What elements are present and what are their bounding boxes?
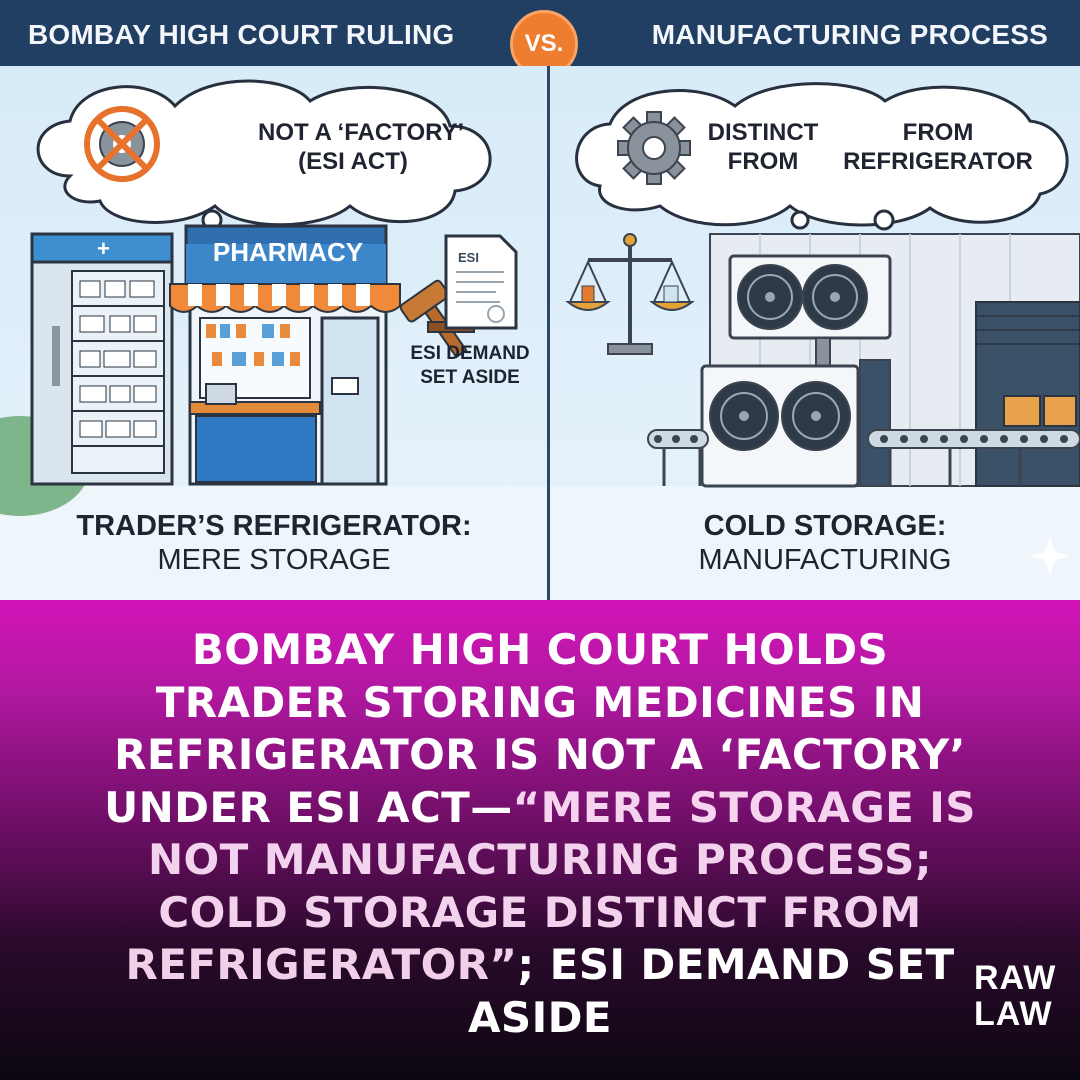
- sparkle-icon: [1030, 536, 1070, 576]
- pharmacy-sign: PHARMACY: [212, 237, 364, 267]
- headline-line-3: REFRIGERATOR IS NOT A ‘FACTORY’: [114, 730, 966, 779]
- conveyor-icon: [647, 429, 1080, 486]
- right-bubble-from-right: FROM: [902, 119, 974, 146]
- left-bubble-line-2: (ESI ACT): [298, 148, 408, 175]
- headline-line-2: TRADER STORING MEDICINES IN: [155, 677, 925, 727]
- svg-text:+: +: [97, 236, 110, 261]
- header-left-title: BOMBAY HIGH COURT RULING: [28, 19, 455, 50]
- right-caption: COLD STORAGE: MANUFACTURING: [575, 509, 1075, 577]
- document-label: ESI: [458, 250, 479, 265]
- right-caption-subtitle: MANUFACTURING: [698, 544, 952, 576]
- demand-note-line-2: SET ASIDE: [420, 367, 520, 388]
- left-bubble-line-1: NOT A ‘FACTORY’: [258, 119, 465, 146]
- left-bubble-text: NOT A ‘FACTORY’ (ESI ACT): [258, 118, 465, 176]
- right-caption-title: COLD STORAGE:: [703, 510, 947, 542]
- headline-line-1: BOMBAY HIGH COURT HOLDS: [191, 625, 889, 674]
- right-bubble-from-left: FROM: [727, 148, 799, 175]
- headline-background: [0, 600, 1080, 1080]
- left-caption-title: TRADER’S REFRIGERATOR:: [76, 510, 472, 542]
- thought-bubble-right: [575, 82, 1069, 251]
- headline-line-4-quote: “MERE STORAGE IS: [512, 782, 976, 832]
- headline-line-7-quote: REFRIGERATOR”: [125, 940, 518, 989]
- demand-note-line-1: ESI DEMAND: [410, 343, 530, 364]
- crossed-gear-icon: [84, 106, 160, 182]
- right-bubble-refrigerator: REFRIGERATOR: [843, 148, 1033, 175]
- document-icon: [444, 234, 518, 330]
- raw-law-logo: RAW LAW: [974, 960, 1056, 1032]
- headline-line-7: REFRIGERATOR”; ESI DEMAND SET: [40, 939, 1040, 992]
- logo-line-1: RAW: [974, 959, 1057, 997]
- cooling-unit-icon: [700, 254, 892, 488]
- scale-icon: [565, 233, 695, 355]
- headline-line-8: ASIDE: [468, 992, 612, 1042]
- headline-line-6: COLD STORAGE DISTINCT FROM: [158, 887, 922, 937]
- illustration-svg: +: [0, 66, 1080, 600]
- illustration-panel: +: [0, 66, 1080, 600]
- left-caption-subtitle: MERE STORAGE: [157, 544, 391, 576]
- right-bubble-distinct: DISTINCT: [707, 119, 819, 146]
- esi-demand-note: ESI DEMAND SET ASIDE: [400, 342, 540, 390]
- header-right-title: MANUFACTURING PROCESS: [651, 19, 1048, 50]
- left-caption: TRADER’S REFRIGERATOR: MERE STORAGE: [24, 509, 524, 577]
- headline-line-7-white: ; ESI DEMAND SET: [517, 940, 955, 989]
- right-bubble-text-left: DISTINCT FROM: [700, 118, 826, 176]
- logo-line-2: LAW: [974, 995, 1053, 1033]
- headline-line-5: NOT MANUFACTURING PROCESS;: [148, 835, 932, 884]
- pharmacy-icon: [169, 224, 401, 486]
- headline-line-4: UNDER ESI ACT—“MERE STORAGE IS: [40, 782, 1040, 835]
- gear-icon: [617, 111, 691, 185]
- right-bubble-text-right: FROM REFRIGERATOR: [838, 118, 1038, 176]
- refrigerator-icon: +: [30, 232, 174, 486]
- thought-bubble-left: [36, 79, 492, 250]
- headline-line-4-white: UNDER ESI ACT—: [104, 782, 513, 832]
- headline: BOMBAY HIGH COURT HOLDS TRADER STORING M…: [40, 624, 1040, 1044]
